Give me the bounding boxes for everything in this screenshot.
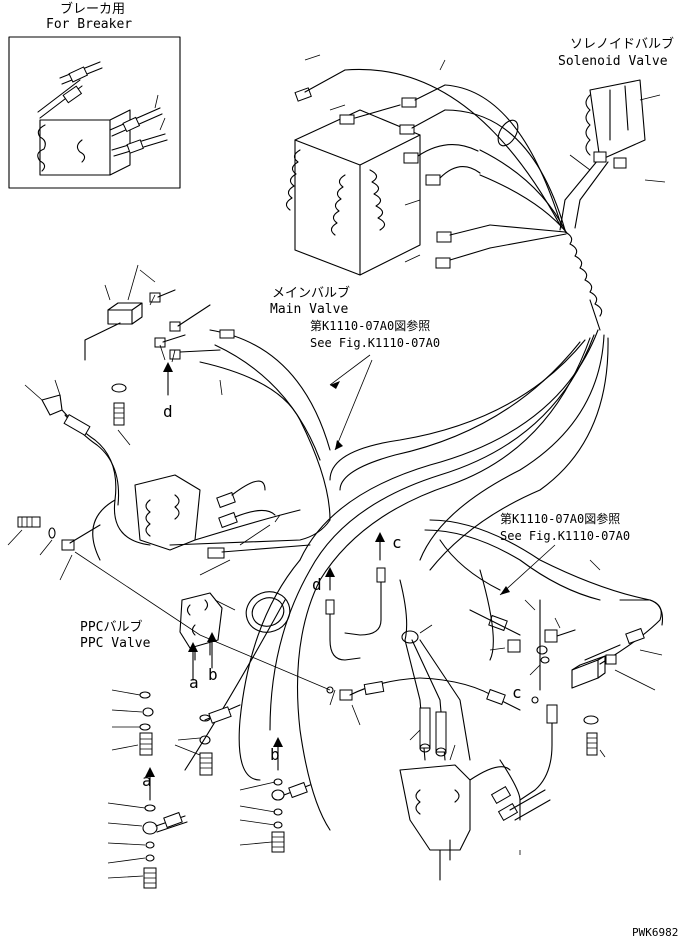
breaker-label-jp: ブレーカ用 [60, 1, 125, 17]
callout-b-ppc: b [208, 665, 218, 684]
left-middle-valve [7, 474, 331, 691]
hose-clamp-loop [184, 559, 331, 831]
ref1-label-en: See Fig.K1110-07A0 [310, 336, 440, 350]
callout-c-center: c [392, 533, 402, 552]
breaker-label-en: For Breaker [46, 17, 132, 32]
reference-1: 第K1110-07A0図参照 See Fig.K1110-07A0 [310, 318, 440, 451]
callout-a-lower: a [142, 771, 152, 790]
ref2-label-jp: 第K1110-07A0図参照 [500, 511, 620, 526]
bottom-center-valve [399, 707, 551, 881]
ppc-label-jp: PPCバルブ [80, 619, 142, 635]
main-valve: メインバルブ Main Valve [270, 54, 519, 317]
main-valve-label-en: Main Valve [270, 302, 348, 317]
callout-d-center: d [312, 575, 322, 594]
solenoid-label-en: Solenoid Valve [558, 54, 668, 69]
ppc-label-en: PPC Valve [80, 636, 151, 651]
callout-a-ppc: a [189, 673, 199, 692]
center-lower-fittings: b [239, 677, 521, 853]
solenoid-valve: ソレノイドバルブ Solenoid Valve [558, 36, 674, 231]
breaker-inset: ブレーカ用 For Breaker [8, 1, 181, 189]
callout-c-right: c [512, 683, 522, 702]
callout-b-lower: b [270, 745, 280, 764]
ref1-label-jp: 第K1110-07A0図参照 [310, 318, 430, 333]
reference-2: 第K1110-07A0図参照 See Fig.K1110-07A0 [499, 511, 630, 596]
outer-hoses [92, 499, 664, 661]
hose-bundle [299, 68, 609, 581]
right-fittings: c [469, 599, 663, 801]
left-upper-fittings: d [24, 264, 331, 546]
ref2-label-en: See Fig.K1110-07A0 [500, 529, 630, 543]
main-valve-label-jp: メインバルブ [272, 285, 350, 301]
solenoid-label-jp: ソレノイドバルブ [570, 36, 674, 52]
drawing-number: PWK6982 [632, 926, 678, 939]
ppc-fittings-stack: a [107, 689, 241, 889]
callout-d-upper: d [163, 402, 173, 421]
ppc-valve: PPCバルブ PPC Valve a b [80, 592, 223, 692]
